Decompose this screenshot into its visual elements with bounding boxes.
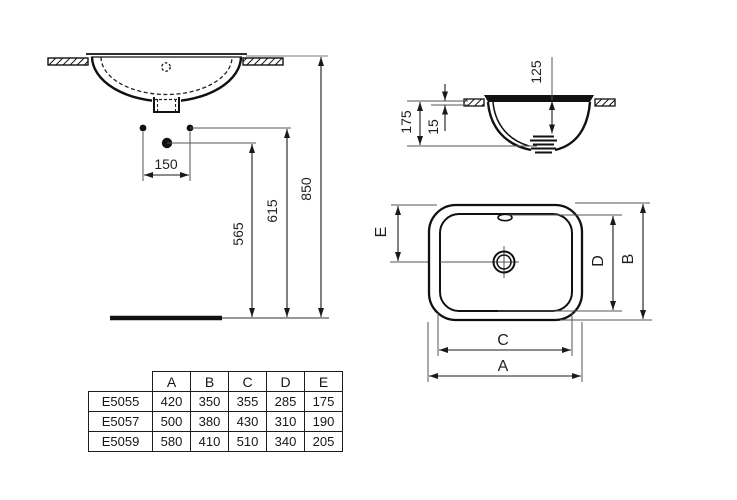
drain-spigot bbox=[153, 97, 180, 113]
plan-view: E D B C A bbox=[373, 202, 652, 382]
overflow-hole-front bbox=[161, 62, 171, 72]
dim-label-C: C bbox=[497, 332, 509, 349]
dim-label-850: 850 bbox=[298, 177, 314, 201]
column-header-A: A bbox=[152, 371, 191, 392]
bowl-wall-left bbox=[486, 101, 532, 152]
dim-cell: 430 bbox=[228, 411, 267, 432]
dim-cell: 580 bbox=[152, 431, 191, 452]
dim-label-565: 565 bbox=[230, 222, 246, 246]
dim-cell: 510 bbox=[228, 431, 267, 452]
dim-label-A: A bbox=[498, 358, 509, 375]
bowl-wall-right bbox=[554, 101, 592, 152]
dim-cell: 410 bbox=[190, 431, 229, 452]
dim-label-15: 15 bbox=[425, 119, 441, 135]
side-view: 175 15 125 bbox=[398, 57, 616, 154]
dim-cell: 500 bbox=[152, 411, 191, 432]
counter-hatch-right bbox=[242, 57, 284, 66]
overflow-hole-plan bbox=[497, 213, 513, 222]
table-row: E5059 580 410 510 340 205 bbox=[88, 431, 343, 452]
dim-label-B: B bbox=[620, 254, 637, 265]
column-header-B: B bbox=[190, 371, 229, 392]
dim-label-D: D bbox=[590, 255, 607, 267]
model-cell: E5055 bbox=[88, 391, 153, 412]
counter-hatch-right-side bbox=[594, 98, 616, 107]
table-corner-blank bbox=[89, 372, 153, 392]
drain-hole bbox=[492, 250, 516, 274]
dim-cell: 175 bbox=[304, 391, 343, 412]
dim-cell: 380 bbox=[190, 411, 229, 432]
dim-cell: 310 bbox=[266, 411, 305, 432]
column-header-C: C bbox=[228, 371, 267, 392]
dim-label-150: 150 bbox=[154, 156, 178, 172]
front-view: 150 565 615 850 bbox=[47, 53, 329, 321]
rim-section bbox=[484, 95, 594, 102]
dim-cell: 340 bbox=[266, 431, 305, 452]
dim-label-615: 615 bbox=[264, 199, 280, 223]
column-header-E: E bbox=[304, 371, 343, 392]
model-cell: E5059 bbox=[88, 431, 153, 452]
dimensions-table: A B C D E E5055 420 350 355 285 175 E505… bbox=[88, 371, 343, 452]
dim-label-175: 175 bbox=[398, 110, 414, 134]
table-header-row: A B C D E bbox=[89, 371, 343, 392]
dim-cell: 190 bbox=[304, 411, 343, 432]
counter-hatch-left bbox=[47, 57, 89, 66]
column-header-D: D bbox=[266, 371, 305, 392]
dim-label-E: E bbox=[373, 227, 390, 238]
dim-label-125: 125 bbox=[528, 60, 544, 84]
dim-cell: 355 bbox=[228, 391, 267, 412]
table-row: E5057 500 380 430 310 190 bbox=[88, 411, 343, 432]
supply-point-left bbox=[139, 124, 147, 132]
model-cell: E5057 bbox=[88, 411, 153, 432]
bowl-inner-dashed bbox=[100, 56, 233, 96]
dim-cell: 285 bbox=[266, 391, 305, 412]
drain-fitting bbox=[530, 135, 557, 154]
counter-hatch-left-side bbox=[463, 98, 485, 107]
dim-cell: 205 bbox=[304, 431, 343, 452]
dim-cell: 420 bbox=[152, 391, 191, 412]
dim-cell: 350 bbox=[190, 391, 229, 412]
table-row: E5055 420 350 355 285 175 bbox=[88, 391, 343, 412]
